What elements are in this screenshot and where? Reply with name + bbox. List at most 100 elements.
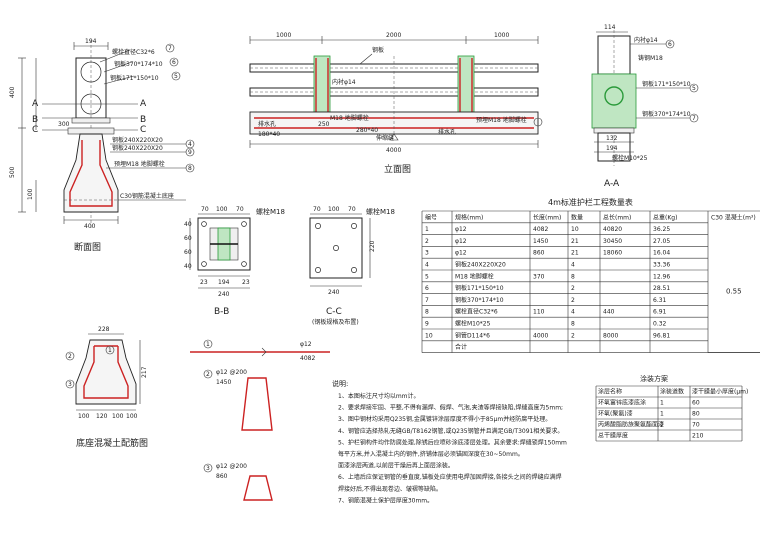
qty-cell: 螺栓M10*25 [455,320,491,328]
aa-dim-194: 194 [606,145,618,152]
paint-cell: 1 [660,400,664,407]
qty-cell: 18060 [603,250,622,257]
elev-dim-1000-left: 1000 [276,32,291,39]
qty-cell: 40820 [603,226,622,233]
section-label-plate171: 钢板171*150*10 [110,74,159,82]
section-label-bolt: 螺栓直径C32*6 [112,48,155,56]
paint-cell: 80 [692,411,700,418]
qty-cell: 6.31 [653,297,667,304]
section-mark-c-right: C [140,125,146,135]
note-line: 焊接好后,不得出现卷边、皱褶等缺陷。 [338,485,442,493]
section-dim-500: 500 [9,166,16,178]
qty-cell: 8 [571,273,575,280]
qty-cell: 7 [425,297,429,304]
bb-view: 70 100 70 螺栓M18 40 60 60 40 23 194 23 24… [184,206,285,317]
qty-cell: 2 [571,285,575,292]
qty-cell: 16.04 [653,250,670,257]
qty-cell: 36.25 [653,226,670,233]
paint-cell: 环氧(聚氨)漆 [598,410,633,418]
qty-cell: 2 [425,238,429,245]
elev-label-anchor: M18 地脚螺栓 [330,114,369,122]
qty-cell: 28.51 [653,285,670,292]
qty-cell: 110 [533,309,545,316]
base-dim-228: 228 [98,326,110,333]
section-label-anchor: 预埋M18 地脚螺栓 [114,160,165,168]
aa-view: 114 132 194 内衬φ14 6 钢板171*150*10 5 钢板370… [591,24,699,189]
note-line: 6、上墙后应保证钢管的垂直度,锚板处应使用电焊加固焊接,各接头之间的焊缝应满焊 [338,473,562,481]
qty-cell: 6 [425,285,429,292]
qty-cell: 8 [425,309,429,316]
bb-label-bolt: 螺栓M18 [256,207,285,216]
qty-cell: 8 [571,321,575,328]
qty-cell: φ12 [455,238,467,245]
section-mark-b-left: B [32,115,38,125]
base-title: 底座混凝土配筋图 [76,437,148,449]
aa-dim-114: 114 [604,24,616,31]
notes: 说明: 1、本图标注尺寸均以mm计。2、要求焊接牢固、平整,不得有漏焊、假焊、气… [332,379,567,504]
cc-title: C-C [326,307,342,317]
rebar-2-label: φ12 @200 [216,369,247,376]
rebar-3-dim: 860 [216,473,228,480]
qty-cell: φ12 [455,226,467,233]
note-line: 7、钢筋混凝土保护层厚度30mm。 [338,496,433,504]
paint-cell: 丙烯酸脂肪族聚氨酯面漆 [598,421,664,429]
qty-cell: 1 [425,226,429,233]
qty-cell: 钢板171*150*10 [455,284,504,292]
qty-cell: 4 [425,262,429,269]
base-callout-1: 1 [108,347,112,354]
elev-label-liner: 内衬φ14 [332,78,356,86]
rebar-1-label: φ12 [300,341,312,348]
elev-label-drain-left: 排水孔 [258,120,276,128]
qty-concrete-value: 0.55 [726,288,742,296]
bb-dim-194: 194 [218,279,230,286]
elev-dim-4000: 4000 [386,147,401,154]
elev-label-180: 180*40 [258,131,280,138]
elev-title: 立面图 [384,163,411,175]
section-dim-100: 100 [27,188,34,200]
aa-callout-5: 5 [692,85,696,92]
section-dim-bottom-400: 400 [84,223,96,230]
elev-label-joint: 伸缩缝 [376,134,394,142]
qty-cell: 21 [571,238,579,245]
elev-label-plate: 钢板 [372,46,384,54]
qty-cell: 钢板370*174*10 [455,296,504,304]
bb-dim-60a: 60 [184,235,192,242]
aa-label-liner: 内衬φ14 [634,36,658,44]
bb-dim-240: 240 [218,291,230,298]
qty-cell: 96.81 [653,332,670,339]
qty-cell: 860 [533,250,545,257]
section-callout-9: 9 [188,149,192,156]
base-rebar-view: 228 217 100 120 100 100 1 2 3 底座混凝土配筋图 [65,326,148,449]
qty-header-cell: 长度(mm) [533,213,561,221]
section-callout-8: 8 [188,165,192,172]
note-line: 2、要求焊接牢固、平整,不得有漏焊、假焊、气泡,夹渣等焊接缺陷,焊缝高度为5mm… [338,404,563,412]
qty-cell: 12.96 [653,273,670,280]
cc-dim-240: 240 [328,289,340,296]
qty-cell: 4082 [533,226,548,233]
bb-title: B-B [214,307,229,317]
bb-dim-40b: 40 [184,263,192,270]
base-dim-217: 217 [141,366,148,378]
cc-subtitle: (钢板规格及布置) [312,318,359,326]
section-mark-b-right: B [140,115,146,125]
note-line: 4、钢管应选择热轧无缝GB/T8162钢管,或Q235钢管并且满足GB/T309… [338,427,563,435]
rebar-shapes: 1 φ12 4082 2 φ12 @200 1450 3 φ12 @200 86… [190,339,330,501]
rebar-1-num: 1 [206,341,210,348]
qty-table-title: 4m标准护栏工程数量表 [548,197,633,207]
aa-label-bolt: 螺栓M10*25 [612,154,648,162]
cc-label-bolt: 螺栓M18 [366,207,395,216]
aa-label-anchor: 铸钢M18 [638,54,663,62]
section-label-plate240: 钢板240X220X20 [112,136,163,144]
qty-cell: 30450 [603,238,622,245]
section-dim-300: 300 [58,121,70,128]
paint-cell: 60 [692,400,700,407]
bb-dim-23b: 23 [242,279,250,286]
paint-cell: 210 [692,433,704,440]
aa-dim-132: 132 [606,135,618,142]
qty-cell: φ12 [455,250,467,257]
note-line: 3、图中钢材均采用Q235钢,金属镀锌涂层厚度不得小于85μm并经防腐平处理。 [338,415,551,423]
elev-label-250: 250 [318,121,330,128]
aa-label-plate370: 钢板370*174*10 [642,110,691,118]
